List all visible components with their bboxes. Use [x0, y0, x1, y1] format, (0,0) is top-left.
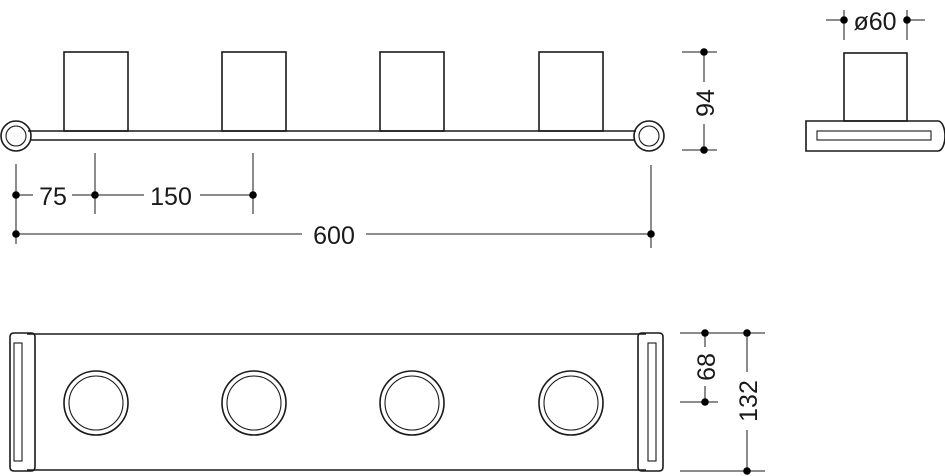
front-view	[0, 51, 665, 152]
hook-front-3	[379, 51, 445, 132]
dimension-68: 68	[693, 329, 721, 406]
dimension-label-132: 132	[735, 380, 763, 422]
dimension-label-150: 150	[150, 183, 192, 211]
top-view	[9, 332, 664, 472]
hook-front-4	[538, 51, 604, 132]
dimension-diameter-60: ø60	[826, 8, 925, 40]
hook-top-4	[538, 370, 604, 436]
hook-top-1	[63, 370, 129, 436]
rail-side	[805, 120, 945, 152]
dimension-94: 94	[682, 48, 720, 154]
hook-front-2	[221, 51, 287, 132]
rail-top	[27, 333, 646, 471]
dimension-label-94: 94	[692, 89, 720, 117]
hook-top-3	[379, 370, 445, 436]
extension-lines-top	[680, 332, 765, 472]
dimension-600: 600	[12, 222, 655, 250]
rail-front	[28, 130, 636, 141]
end-cap-top-left	[9, 332, 36, 472]
end-cap-left	[0, 120, 32, 152]
hook-front-1	[63, 51, 129, 132]
hook-top-2	[221, 370, 287, 436]
dimension-label-68: 68	[693, 353, 721, 381]
end-cap-right	[633, 120, 665, 152]
dimension-132: 132	[735, 329, 763, 475]
dimension-label-diameter-60: ø60	[853, 8, 896, 36]
side-view	[805, 52, 945, 152]
dimension-label-75: 75	[39, 183, 67, 211]
hook-side	[843, 52, 908, 122]
dimension-75: 75	[12, 183, 99, 211]
end-cap-top-right	[637, 332, 664, 472]
dimension-150: 150	[95, 183, 257, 211]
dimension-label-600: 600	[313, 222, 355, 250]
